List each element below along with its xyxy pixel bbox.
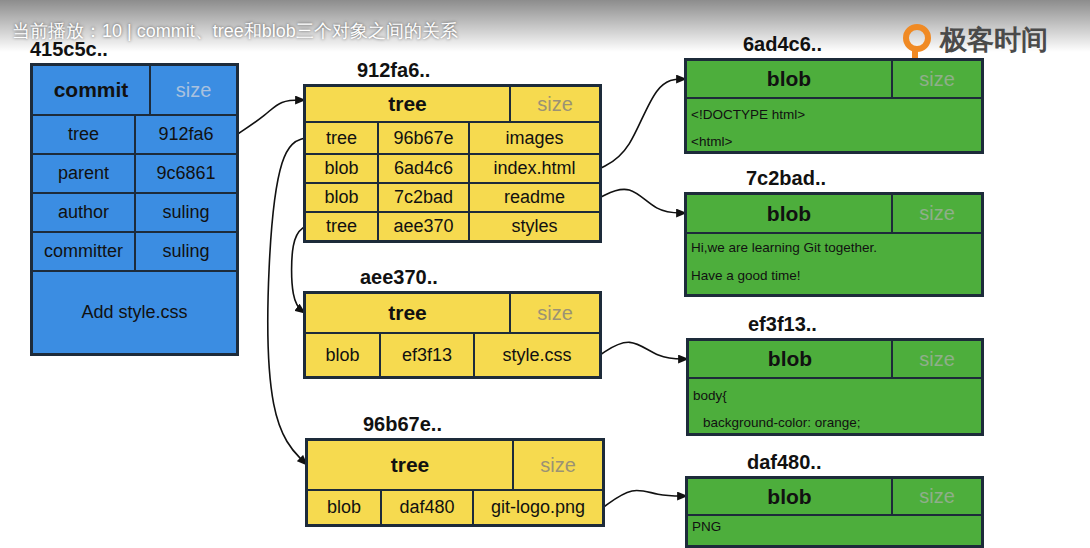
blob-content: body{ background-color: orange; [688, 378, 982, 434]
tree-object: blobef3f13style.cssaee370..treesize [305, 293, 600, 377]
table-cell: ef3f13 [380, 333, 474, 377]
object-type: blob [687, 478, 892, 515]
table-row: tree912fa6 [32, 115, 237, 154]
table-cell: styles [469, 212, 600, 241]
pointer-arrow [600, 189, 686, 213]
table-row: committersuling [32, 232, 237, 271]
tree-object: blobdaf480git-logo.png96b67e..treesize [307, 440, 603, 525]
size-cell: size [510, 293, 600, 333]
table-cell: parent [32, 154, 135, 193]
table-cell: 6ad4c6 [378, 154, 469, 183]
pointer-arrow [268, 138, 307, 465]
pointer-arrow [603, 490, 687, 507]
size-cell: size [892, 340, 982, 378]
object-hash: daf480.. [747, 448, 917, 476]
table-row: blob7c2badreadme [305, 183, 600, 212]
object-type: commit [32, 65, 150, 115]
table-row: blobef3f13style.css [305, 333, 600, 377]
object-hash: 415c5c.. [30, 35, 200, 63]
content-line: PNG [688, 516, 983, 536]
content-line: <!DOCTYPE html> [687, 103, 983, 125]
content-line: <html> [687, 130, 983, 152]
table-row: parent9c6861 [32, 154, 237, 193]
blob-content: PNG [687, 515, 982, 546]
object-type: blob [686, 194, 892, 233]
size-cell: size [150, 65, 237, 115]
object-type: tree [305, 293, 510, 333]
blob-object: <!DOCTYPE html><html>6ad4c6..blobsize [686, 60, 982, 152]
object-hash: ef3f13.. [748, 310, 918, 338]
size-cell: size [513, 440, 603, 490]
blob-content: <!DOCTYPE html> <html> [686, 98, 982, 152]
table-row: blob6ad4c6index.html [305, 154, 600, 183]
table-cell: images [469, 122, 600, 154]
table-cell: tree [305, 122, 378, 154]
pointer-arrow [237, 100, 305, 135]
table-cell: blob [305, 333, 380, 377]
tree-object: tree96b67eimagesblob6ad4c6index.htmlblob… [305, 86, 600, 241]
content-line: background-color: orange; [689, 411, 983, 433]
object-hash: aee370.. [360, 263, 530, 291]
table-row: tree96b67eimages [305, 122, 600, 154]
table-cell: author [32, 193, 135, 232]
logo-icon [906, 27, 928, 59]
table-cell: daf480 [381, 490, 473, 525]
blob-object: body{background-color: orange;ef3f13..bl… [688, 340, 982, 434]
table-cell: tree [305, 212, 378, 241]
pointer-arrow [600, 342, 688, 359]
object-hash: 7c2bad.. [746, 164, 916, 192]
blob-content: Hi,we are learning Git together. Have a g… [686, 233, 982, 295]
table-cell: committer [32, 232, 135, 271]
content-line: body{ [689, 384, 983, 406]
size-cell: size [892, 60, 982, 98]
pointer-arrow [292, 227, 305, 314]
object-hash: 6ad4c6.. [743, 30, 913, 58]
table-cell: blob [307, 490, 381, 525]
commit-object: tree912fa6parent9c6861authorsulingcommit… [32, 65, 237, 354]
object-hash: 912fa6.. [357, 56, 527, 84]
table-cell: 912fa6 [135, 115, 237, 154]
object-type: blob [688, 340, 892, 378]
table-cell: aee370 [378, 212, 469, 241]
table-row: authorsuling [32, 193, 237, 232]
object-hash: 96b67e.. [363, 410, 533, 438]
table-cell: blob [305, 183, 378, 212]
table-row: treeaee370styles [305, 212, 600, 241]
table-row: blobdaf480git-logo.png [307, 490, 603, 525]
object-type: blob [686, 60, 892, 98]
title-shade [0, 0, 1090, 52]
table-cell: suling [135, 193, 237, 232]
table-cell: 96b67e [378, 122, 469, 154]
size-cell: size [892, 194, 982, 233]
table-cell: index.html [469, 154, 600, 183]
table-cell: 7c2bad [378, 183, 469, 212]
table-cell: readme [469, 183, 600, 212]
logo-text: 极客时间 [940, 22, 1048, 58]
content-line: Have a good time! [687, 264, 983, 286]
blob-object: Hi,we are learning Git together. Have a g… [686, 194, 982, 295]
table-cell: git-logo.png [473, 490, 603, 525]
size-cell: size [892, 478, 982, 515]
table-cell: blob [305, 154, 378, 183]
object-type: tree [307, 440, 513, 490]
table-cell: 9c6861 [135, 154, 237, 193]
table-cell: tree [32, 115, 135, 154]
pointer-arrow [600, 79, 686, 169]
size-cell: size [510, 86, 600, 122]
table-cell: Add style.css [32, 271, 237, 354]
object-type: tree [305, 86, 510, 122]
commit-message: Add style.css [32, 271, 237, 354]
blob-object: PNGdaf480..blobsize [687, 478, 982, 546]
table-cell: suling [135, 232, 237, 271]
table-cell: style.css [474, 333, 600, 377]
content-line: Hi,we are learning Git together. [687, 236, 983, 258]
